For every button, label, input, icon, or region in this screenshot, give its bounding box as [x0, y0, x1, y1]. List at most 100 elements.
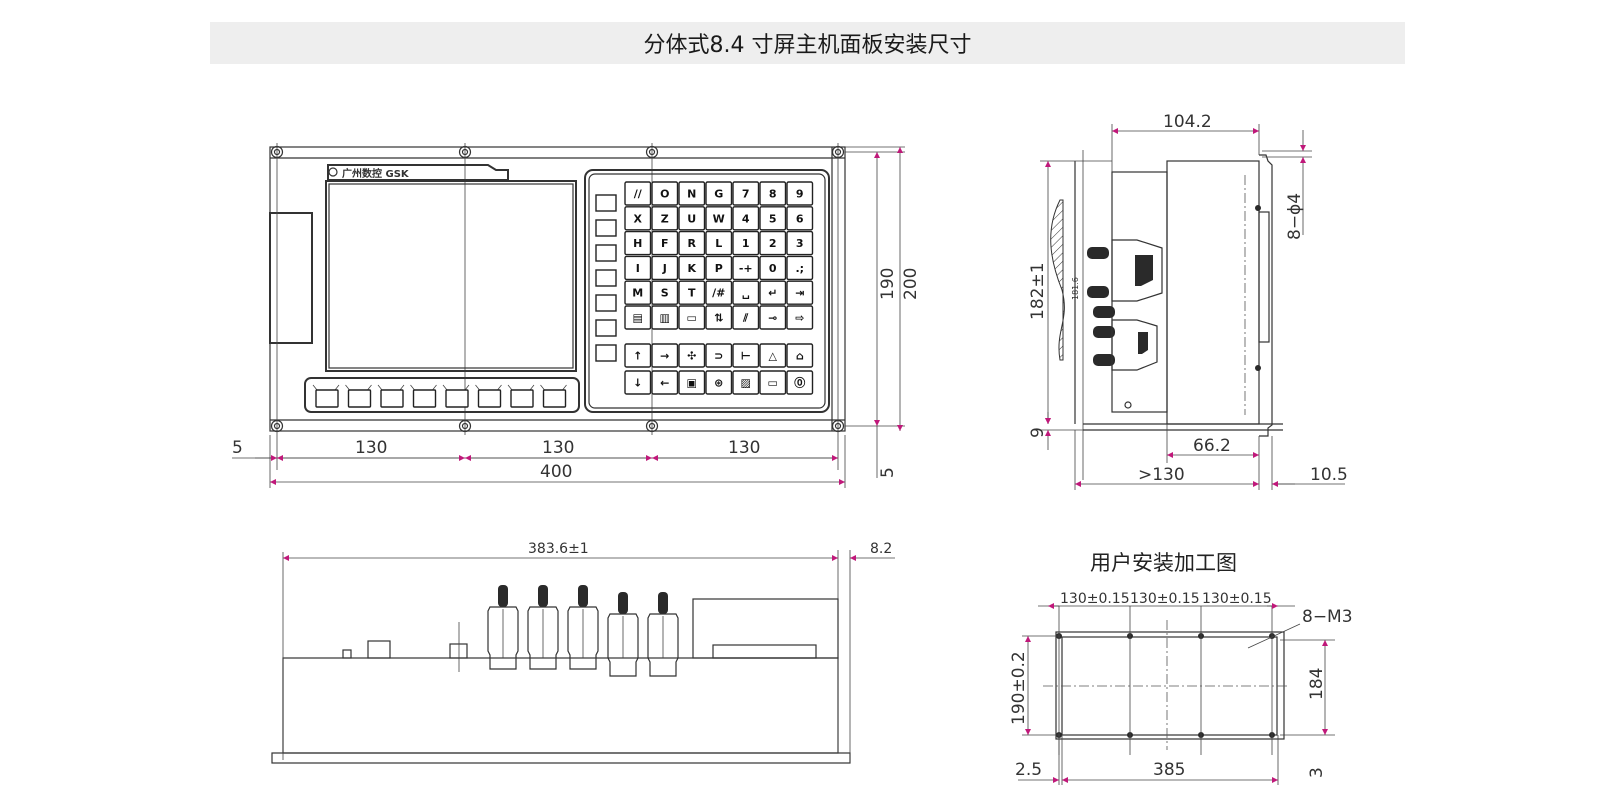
nav-key-button[interactable]: ↓	[624, 370, 652, 395]
nav-key-button[interactable]: ←	[651, 370, 679, 395]
key-button[interactable]: 1	[732, 230, 760, 256]
side-softkey	[595, 319, 617, 337]
key-button[interactable]: F	[651, 230, 679, 256]
nav-key-button[interactable]: ⓪	[786, 370, 814, 395]
connector-screw-icon	[618, 592, 628, 614]
nav-key-button[interactable]: →	[651, 343, 679, 368]
lcd-screen	[325, 180, 577, 372]
key-button[interactable]: H	[624, 230, 652, 256]
key-button[interactable]: X	[624, 206, 652, 231]
key-button[interactable]: P	[705, 255, 733, 281]
key-button[interactable]: 6	[786, 206, 814, 231]
key-label: O	[660, 188, 669, 201]
dim-side-inner-height: 181.6	[1071, 277, 1080, 300]
key-button[interactable]: 2	[759, 230, 787, 256]
key-button[interactable]: T	[678, 280, 706, 305]
key-label: ⇥	[795, 287, 804, 300]
key-button[interactable]: U	[678, 206, 706, 231]
nav-key-button[interactable]: ↑	[624, 343, 652, 368]
bottom-view: 383.6±1 8.2	[271, 541, 895, 764]
key-button[interactable]: R	[678, 230, 706, 256]
side-cover	[269, 212, 313, 344]
key-button[interactable]: L	[705, 230, 733, 256]
cutout-outline	[1055, 631, 1285, 740]
key-button[interactable]: ⊸	[759, 305, 787, 330]
key-button[interactable]: .;	[786, 255, 814, 281]
key-label: H	[633, 237, 642, 250]
key-button[interactable]: ⇅	[705, 305, 733, 330]
bottom-connector	[527, 606, 559, 670]
key-button[interactable]: ▭	[678, 305, 706, 330]
cutout-holes	[1056, 606, 1275, 755]
key-button[interactable]: 0	[759, 255, 787, 281]
nav-key-label: ⓪	[794, 376, 805, 390]
key-button[interactable]: -+	[732, 255, 760, 281]
key-label: J	[662, 262, 667, 275]
key-button[interactable]: ↵	[759, 280, 787, 305]
dim-side-holes: 8−ϕ4	[1285, 193, 1305, 240]
key-button[interactable]: K	[678, 255, 706, 281]
keypad-frame	[584, 169, 830, 413]
nav-key-button[interactable]: ▭	[759, 370, 787, 395]
key-label: 8	[769, 188, 777, 201]
nav-key-label: △	[769, 350, 778, 363]
key-button[interactable]: 5	[759, 206, 787, 231]
key-button[interactable]: /#	[705, 280, 733, 305]
connector-screw-icon	[1093, 326, 1115, 338]
key-label: 3	[796, 237, 804, 250]
key-button[interactable]: M	[624, 280, 652, 305]
nav-key-button[interactable]: ⊛	[705, 370, 733, 395]
key-button[interactable]: ␣	[732, 280, 760, 305]
dim-cutout-pitch-3: 130±0.15	[1202, 591, 1272, 607]
key-label: /#	[712, 287, 725, 300]
connector-screw-icon	[1087, 247, 1109, 259]
key-button[interactable]: 7	[732, 181, 760, 206]
key-label: T	[688, 287, 696, 300]
key-button[interactable]: S	[651, 280, 679, 305]
nav-key-button[interactable]: ⊢	[732, 343, 760, 368]
key-button[interactable]: J	[651, 255, 679, 281]
bottom-connector	[647, 613, 679, 677]
nav-key-button[interactable]: △	[759, 343, 787, 368]
key-button[interactable]: I	[624, 255, 652, 281]
key-label: ⫽	[742, 312, 749, 325]
nav-key-label: ←	[660, 377, 669, 390]
key-button[interactable]: Z	[651, 206, 679, 231]
bottom-connector	[607, 613, 639, 677]
key-label: ⇨	[795, 312, 804, 325]
nav-key-button[interactable]: ▨	[732, 370, 760, 395]
key-button[interactable]: //	[624, 181, 652, 206]
key-button[interactable]: O	[651, 181, 679, 206]
key-button[interactable]: ▤	[624, 305, 652, 330]
key-button[interactable]: ▥	[651, 305, 679, 330]
dim-side-flange: 10.5	[1310, 465, 1348, 485]
key-button[interactable]: 8	[759, 181, 787, 206]
connector-screw-icon	[538, 585, 548, 607]
dim-cutout-height: 190±0.2	[1009, 651, 1029, 725]
dim-front-bottom-margin: 5	[878, 467, 898, 478]
nav-key-button[interactable]: ⊃	[705, 343, 733, 368]
key-label: G	[714, 188, 723, 201]
key-button[interactable]: ⇥	[786, 280, 814, 305]
db-connector	[1111, 319, 1158, 371]
side-view: 104.2 8−ϕ4 182±1 181.6 9 66.2 >130 10.5	[1028, 112, 1348, 490]
cutout-title: 用户安装加工图	[1090, 551, 1237, 575]
bottom-connectors	[487, 585, 679, 677]
key-button[interactable]: 4	[732, 206, 760, 231]
nav-key-button[interactable]: ⌂	[786, 343, 814, 368]
key-label: R	[688, 237, 697, 250]
key-button[interactable]: N	[678, 181, 706, 206]
gsk-logo-icon	[328, 167, 338, 177]
nav-key-button[interactable]: ▣	[678, 370, 706, 395]
key-button[interactable]: ⫽	[732, 305, 760, 330]
key-button[interactable]: G	[705, 181, 733, 206]
key-button[interactable]: 3	[786, 230, 814, 256]
dim-cutout-pitch-2: 130±0.15	[1130, 591, 1200, 607]
nav-key-button[interactable]: ✣	[678, 343, 706, 368]
key-button[interactable]: ⇨	[786, 305, 814, 330]
key-button[interactable]: W	[705, 206, 733, 231]
dim-front-pitch-1: 130	[355, 438, 387, 458]
key-button[interactable]: 9	[786, 181, 814, 206]
